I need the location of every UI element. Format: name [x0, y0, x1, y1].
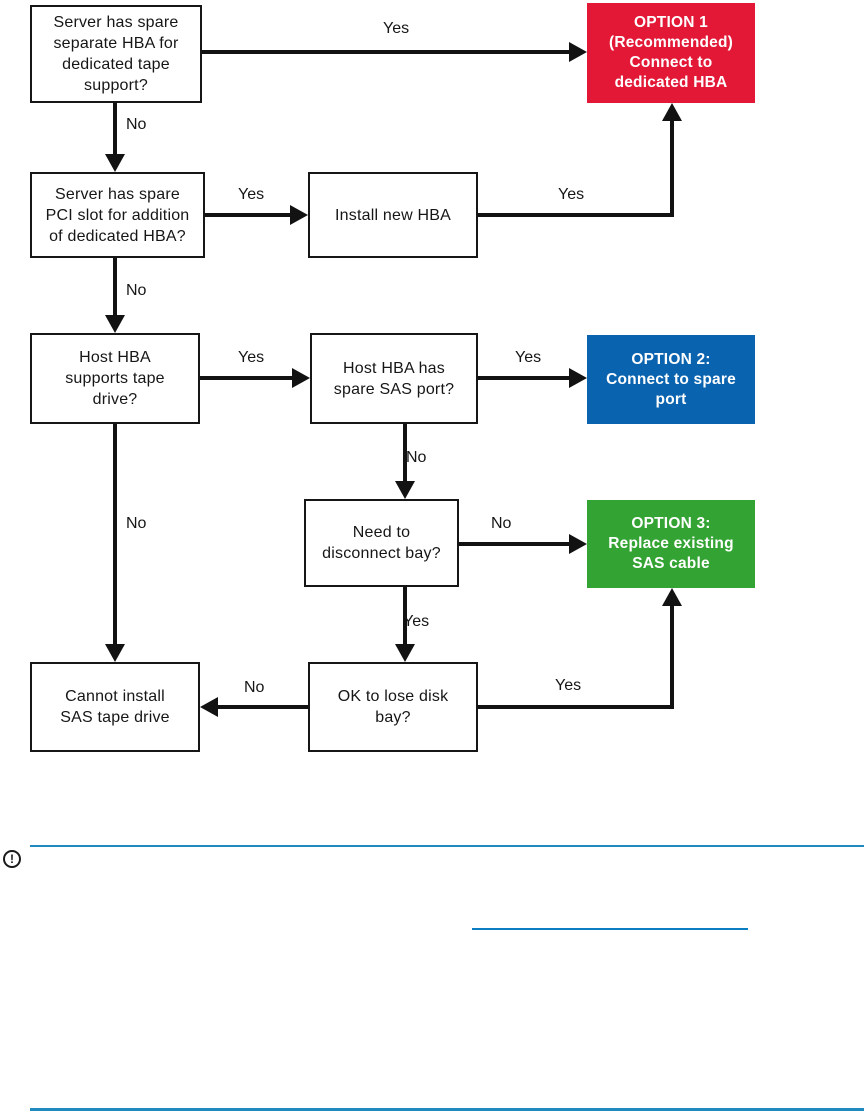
edge-label-q2-a1: Yes: [238, 186, 265, 203]
edge-label-q3-end1: No: [126, 515, 147, 532]
node-need-to-disconnect-bay: Need to disconnect bay?: [304, 499, 459, 587]
important-icon: !: [3, 850, 21, 868]
notice-divider-rule: [30, 845, 864, 847]
edge-label-q6-option3: Yes: [555, 677, 582, 694]
edge-label-q2-q3: No: [126, 282, 147, 299]
node-server-spare-dedicated-hba: Server has spare separate HBA for dedica…: [30, 5, 202, 103]
node-install-new-hba: Install new HBA: [308, 172, 478, 258]
edge-label-q4-q5: No: [406, 449, 427, 466]
edge-label-q5-option3: No: [491, 515, 512, 532]
node-cannot-install-tape-drive: Cannot install SAS tape drive: [30, 662, 200, 752]
edge-label-q4-option2: Yes: [515, 349, 542, 366]
node-host-hba-supports-tape: Host HBA supports tape drive?: [30, 333, 200, 424]
edge-label-q1-option1: Yes: [383, 20, 410, 37]
edge-label-q5-q6: Yes: [403, 613, 430, 630]
node-host-hba-spare-sas-port: Host HBA has spare SAS port?: [310, 333, 478, 424]
node-ok-to-lose-disk-bay: OK to lose disk bay?: [308, 662, 478, 752]
edge-label-q3-q4: Yes: [238, 349, 265, 366]
option3-replace-sas-cable: OPTION 3: Replace existing SAS cable: [587, 500, 755, 588]
edge-label-q1-q2: No: [126, 116, 147, 133]
edge-label-q6-end1: No: [244, 679, 265, 696]
page-footer-rule: [30, 1108, 864, 1111]
option1-connect-dedicated-hba: OPTION 1 (Recommended) Connect to dedica…: [587, 3, 755, 103]
hyperlink-underline[interactable]: [472, 928, 748, 930]
option2-connect-spare-port: OPTION 2: Connect to spare port: [587, 335, 755, 424]
node-server-spare-pci-slot: Server has spare PCI slot for addition o…: [30, 172, 205, 258]
edge-label-a1-option1: Yes: [558, 186, 585, 203]
